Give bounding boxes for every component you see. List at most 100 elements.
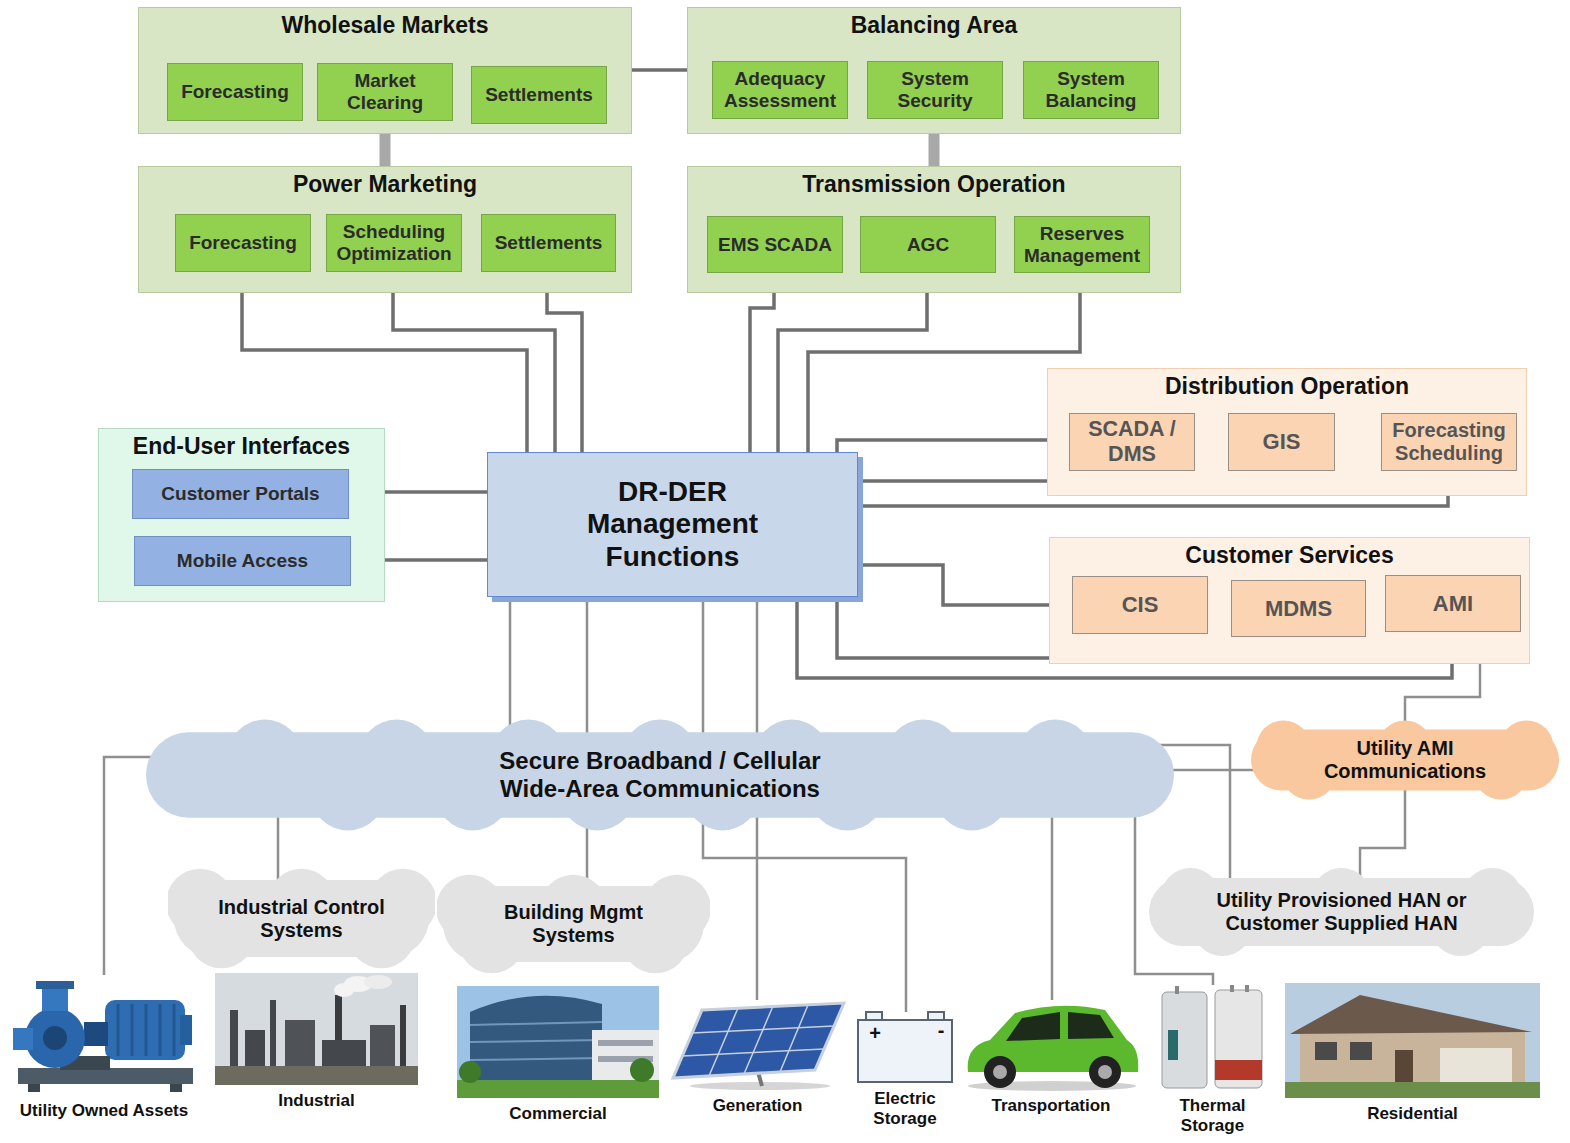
box-label: Forecasting xyxy=(180,232,306,254)
solar-panel-illustration xyxy=(709,1008,738,1076)
function-box: Forecasting Scheduling xyxy=(1381,413,1517,471)
connector xyxy=(380,134,391,166)
function-box: MDMS xyxy=(1231,580,1366,637)
car-illustration xyxy=(1068,1012,1114,1039)
connector xyxy=(1051,806,1054,1000)
hub-box: DR-DER Management Functions xyxy=(487,452,858,597)
box-label: Forecasting Scheduling xyxy=(1386,419,1512,465)
solar-panel-illustration xyxy=(744,1006,773,1074)
pump-illustration xyxy=(159,1004,162,1056)
box-label: Settlements xyxy=(486,232,611,254)
pump-illustration xyxy=(28,1084,40,1092)
industrial-illustration xyxy=(270,1000,276,1068)
commercial-illustration xyxy=(457,1080,659,1098)
water-heater-illustration xyxy=(1245,985,1249,992)
car-illustration xyxy=(993,1065,1007,1079)
commercial-illustration xyxy=(459,1061,481,1083)
connector xyxy=(750,273,774,452)
group-panel: End-User InterfacesCustomer PortalsMobil… xyxy=(98,428,385,602)
water-heater-illustration xyxy=(1175,986,1179,994)
connector xyxy=(547,272,582,452)
cloud-label: Secure Broadband / Cellular Wide-Area Co… xyxy=(485,747,835,802)
box-label: SCADA / DMS xyxy=(1074,417,1190,466)
function-box: AGC xyxy=(860,216,996,273)
asset-caption: Generation xyxy=(670,1096,845,1116)
box-label: Market Clearing xyxy=(322,70,448,114)
house-illustration xyxy=(1350,1042,1372,1060)
house-illustration xyxy=(1285,983,1540,1098)
battery-sign: - xyxy=(928,1020,954,1040)
function-box: Settlements xyxy=(471,66,607,124)
commercial-illustration xyxy=(457,986,659,1098)
asset-node: Utility Owned Assets xyxy=(10,975,198,1121)
box-label: Mobile Access xyxy=(139,550,346,572)
function-box: System Security xyxy=(867,61,1003,119)
pump-illustration xyxy=(13,1028,33,1050)
industrial-illustration xyxy=(335,995,342,1040)
pump-illustration xyxy=(13,981,193,1092)
group-heading: Power Marketing xyxy=(139,167,631,197)
industrial-illustration xyxy=(215,973,418,1085)
connector xyxy=(778,273,927,452)
car-illustration xyxy=(968,1006,1139,1091)
asset-caption: Utility Owned Assets xyxy=(10,1101,198,1121)
connector xyxy=(509,597,512,744)
commercial-illustration xyxy=(470,1022,602,1025)
pump-illustration xyxy=(36,981,74,989)
car-illustration xyxy=(1098,1065,1112,1079)
connector xyxy=(837,440,1069,452)
car-illustration xyxy=(1089,1056,1121,1088)
network-cloud: Utility Provisioned HAN or Customer Supp… xyxy=(1143,862,1540,962)
cloud-shape xyxy=(227,720,303,796)
commercial-illustration xyxy=(470,1058,602,1060)
function-box: Settlements xyxy=(481,214,616,272)
cloud-shape xyxy=(934,755,1010,831)
cloud-shape xyxy=(809,755,885,831)
connector xyxy=(858,565,1072,605)
group-heading: Distribution Operation xyxy=(1048,369,1526,399)
commercial-illustration xyxy=(598,1040,653,1046)
group-panel: Transmission OperationEMS SCADAAGCReserv… xyxy=(687,166,1181,293)
box-label: AGC xyxy=(865,234,991,256)
house-illustration xyxy=(1285,983,1540,1098)
industrial-illustration xyxy=(285,1020,315,1068)
asset-node: Transportation xyxy=(962,1000,1140,1116)
function-box: Mobile Access xyxy=(134,536,351,586)
pump-illustration xyxy=(25,1008,85,1068)
industrial-illustration xyxy=(370,1025,395,1068)
connector xyxy=(1360,783,1405,884)
asset-caption: Industrial xyxy=(215,1091,418,1111)
pump-illustration xyxy=(18,1068,193,1084)
box-label: GIS xyxy=(1233,429,1330,454)
function-box: Adequacy Assessment xyxy=(712,61,848,119)
cloud-shape xyxy=(1017,720,1093,796)
pump-illustration xyxy=(145,1004,148,1056)
group-panel: Wholesale MarketsForecastingMarket Clear… xyxy=(138,7,632,134)
pump-illustration xyxy=(131,1004,134,1056)
function-box: AMI xyxy=(1385,575,1521,632)
group-panel: Balancing AreaAdequacy AssessmentSystem … xyxy=(687,7,1181,134)
industrial-illustration xyxy=(322,1040,366,1068)
box-label: DR-DER Management Functions xyxy=(570,476,775,573)
house-illustration xyxy=(1315,1042,1337,1060)
pump-illustration xyxy=(170,1084,182,1092)
asset-caption: Transportation xyxy=(962,1096,1140,1116)
function-box: System Balancing xyxy=(1023,61,1159,119)
box-label: Settlements xyxy=(476,84,602,106)
function-box: Customer Portals xyxy=(132,469,349,519)
group-heading: Customer Services xyxy=(1050,538,1529,568)
box-label: MDMS xyxy=(1236,596,1361,621)
pump-illustration xyxy=(42,987,68,1011)
house-illustration xyxy=(1285,1082,1540,1098)
house-illustration xyxy=(1290,995,1532,1034)
pump-illustration xyxy=(105,1000,185,1060)
cloud-label: Industrial Control Systems xyxy=(207,896,397,942)
asset-caption: Electric Storage xyxy=(855,1089,955,1128)
water-heater-illustration xyxy=(1162,985,1262,1088)
function-box: CIS xyxy=(1072,576,1208,634)
house-illustration xyxy=(1300,1030,1525,1085)
house-illustration xyxy=(1440,1048,1512,1085)
asset-caption: Residential xyxy=(1285,1104,1540,1124)
function-box: Forecasting xyxy=(175,214,311,272)
house-illustration xyxy=(1395,1050,1413,1085)
